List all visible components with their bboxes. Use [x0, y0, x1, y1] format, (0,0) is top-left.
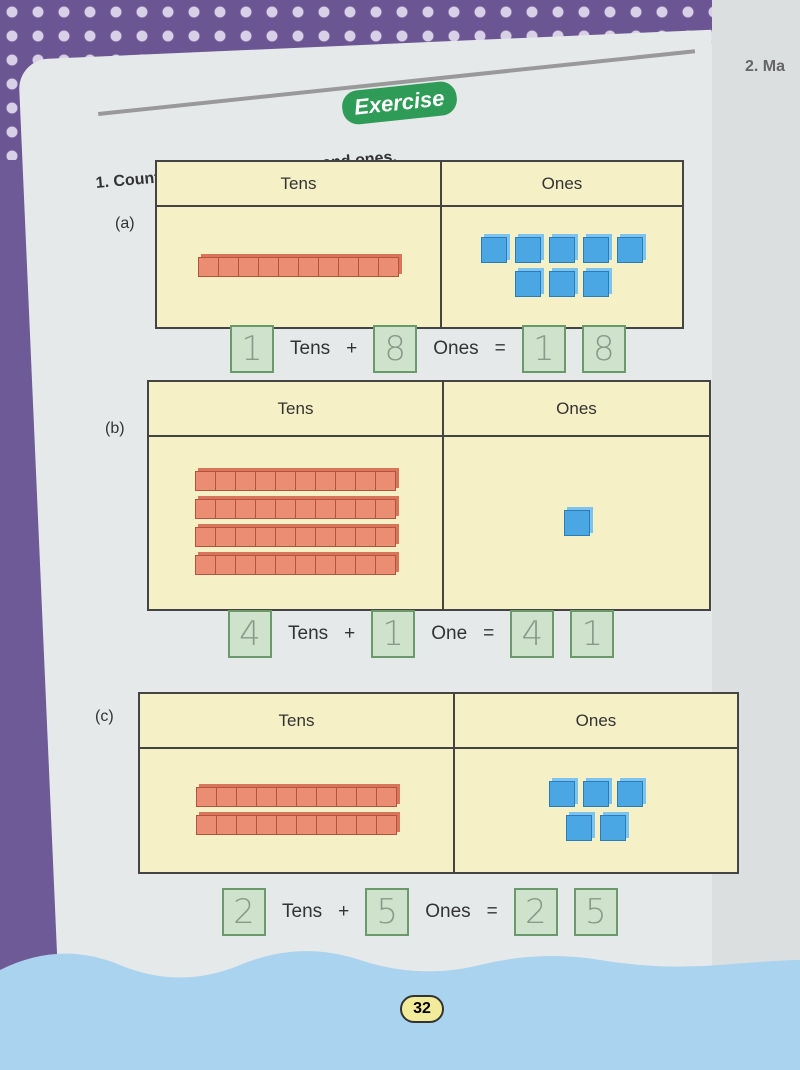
ones-cube	[583, 237, 609, 263]
tens-rod	[196, 786, 397, 807]
next-page	[712, 0, 800, 1067]
tens-rod	[195, 471, 396, 491]
tens-header: Tens	[149, 382, 444, 437]
page-number: 32	[400, 995, 444, 1023]
plus-sign: +	[346, 338, 358, 359]
ones-word: Ones	[425, 901, 471, 922]
tens-rod	[195, 499, 396, 519]
ones-word: One	[431, 623, 468, 644]
result-ones-box[interactable]: 8	[581, 325, 626, 373]
ones-cube	[549, 271, 575, 297]
ones-answer-box[interactable]: 1	[371, 610, 416, 658]
ones-cube	[583, 780, 609, 807]
answer-equation: 1 Tens + 8 Ones = 1 8	[230, 325, 626, 373]
ones-cube	[563, 510, 590, 536]
ones-cube	[583, 271, 609, 297]
result-tens-box[interactable]: 2	[513, 888, 558, 936]
tens-rod	[195, 555, 396, 575]
ones-cube	[515, 271, 541, 297]
tens-word: Tens	[288, 623, 329, 644]
equals-sign: =	[483, 623, 495, 644]
ones-header: Ones	[442, 162, 682, 207]
plus-sign: +	[344, 623, 356, 644]
ones-cube	[617, 780, 643, 807]
part-label: (a)	[115, 215, 135, 232]
ones-header: Ones	[444, 382, 709, 437]
place-value-table: Tens Ones	[147, 380, 711, 611]
tens-header: Tens	[140, 694, 455, 749]
ones-answer-box[interactable]: 8	[373, 325, 418, 373]
ones-word: Ones	[433, 338, 479, 359]
ones-cube	[549, 237, 575, 263]
equals-sign: =	[486, 901, 498, 922]
ones-cube	[549, 780, 575, 807]
ones-cell	[455, 749, 737, 872]
answer-equation: 4 Tens + 1 One = 4 1	[228, 610, 615, 658]
tens-rod	[196, 814, 397, 835]
tens-answer-box[interactable]: 4	[228, 610, 272, 658]
tens-word: Tens	[290, 338, 331, 359]
tens-cell	[149, 437, 444, 609]
result-tens-box[interactable]: 1	[521, 325, 566, 373]
result-tens-box[interactable]: 4	[510, 610, 555, 658]
ones-cell	[442, 207, 682, 327]
tens-cell	[140, 749, 455, 872]
ones-cube	[566, 814, 592, 841]
tens-answer-box[interactable]: 1	[230, 325, 274, 373]
ones-cube	[481, 237, 507, 263]
part-label: (c)	[95, 708, 114, 725]
tens-cell	[157, 207, 442, 327]
place-value-table: Tens Ones	[155, 160, 684, 329]
ones-answer-box[interactable]: 5	[365, 888, 410, 936]
ones-header: Ones	[455, 694, 737, 749]
tens-rod	[198, 257, 399, 277]
part-label: (b)	[105, 420, 125, 437]
ones-cell	[444, 437, 709, 609]
answer-equation: 2 Tens + 5 Ones = 2 5	[222, 888, 618, 936]
place-value-table: Tens Ones	[138, 692, 739, 874]
ones-cube	[617, 237, 643, 263]
ones-cube	[515, 237, 541, 263]
tens-header: Tens	[157, 162, 442, 207]
plus-sign: +	[338, 901, 350, 922]
tens-answer-box[interactable]: 2	[222, 888, 266, 936]
tens-word: Tens	[282, 901, 323, 922]
result-ones-box[interactable]: 1	[570, 610, 615, 658]
next-page-title: 2. Ma	[745, 58, 786, 75]
equals-sign: =	[494, 338, 506, 359]
ones-cube	[600, 814, 626, 841]
result-ones-box[interactable]: 5	[573, 888, 618, 936]
tens-rod	[195, 527, 396, 547]
